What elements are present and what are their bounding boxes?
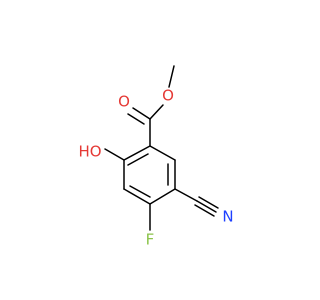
- structure-svg: O O HO F N: [78, 65, 234, 249]
- atom-labels: O O HO F N: [78, 87, 233, 249]
- bond-ring-c4-c5: [149, 188, 176, 205]
- bond-c2-oh: [104, 148, 125, 161]
- bond-ring-c1-c2-inner: [127, 153, 149, 166]
- atom-oh: HO: [78, 143, 101, 161]
- atom-n: N: [222, 208, 233, 226]
- bond-carbonyl-double-a: [132, 107, 151, 120]
- bond-methyl-oether: [168, 65, 175, 88]
- bond-ring-c1-c6: [149, 145, 176, 161]
- bond-ring-c1-c2: [123, 145, 151, 161]
- bond-triple-2: [198, 196, 219, 209]
- bond-oether-carbonylc: [149, 104, 164, 120]
- atom-o-carbonyl: O: [118, 93, 130, 111]
- bond-triple-3: [194, 204, 215, 217]
- bond-carbonyl-double-b: [127, 113, 145, 125]
- bond-ring-c3-c4-inner: [129, 185, 151, 198]
- bond-triple-1: [196, 200, 217, 213]
- bond-ring-c3-c4: [123, 188, 151, 205]
- atom-o-ether: O: [162, 87, 174, 105]
- bonds: [104, 65, 219, 231]
- molecule-diagram: O O HO F N: [78, 65, 234, 249]
- atom-f: F: [146, 231, 155, 249]
- bond-c5-cn-c: [174, 188, 198, 202]
